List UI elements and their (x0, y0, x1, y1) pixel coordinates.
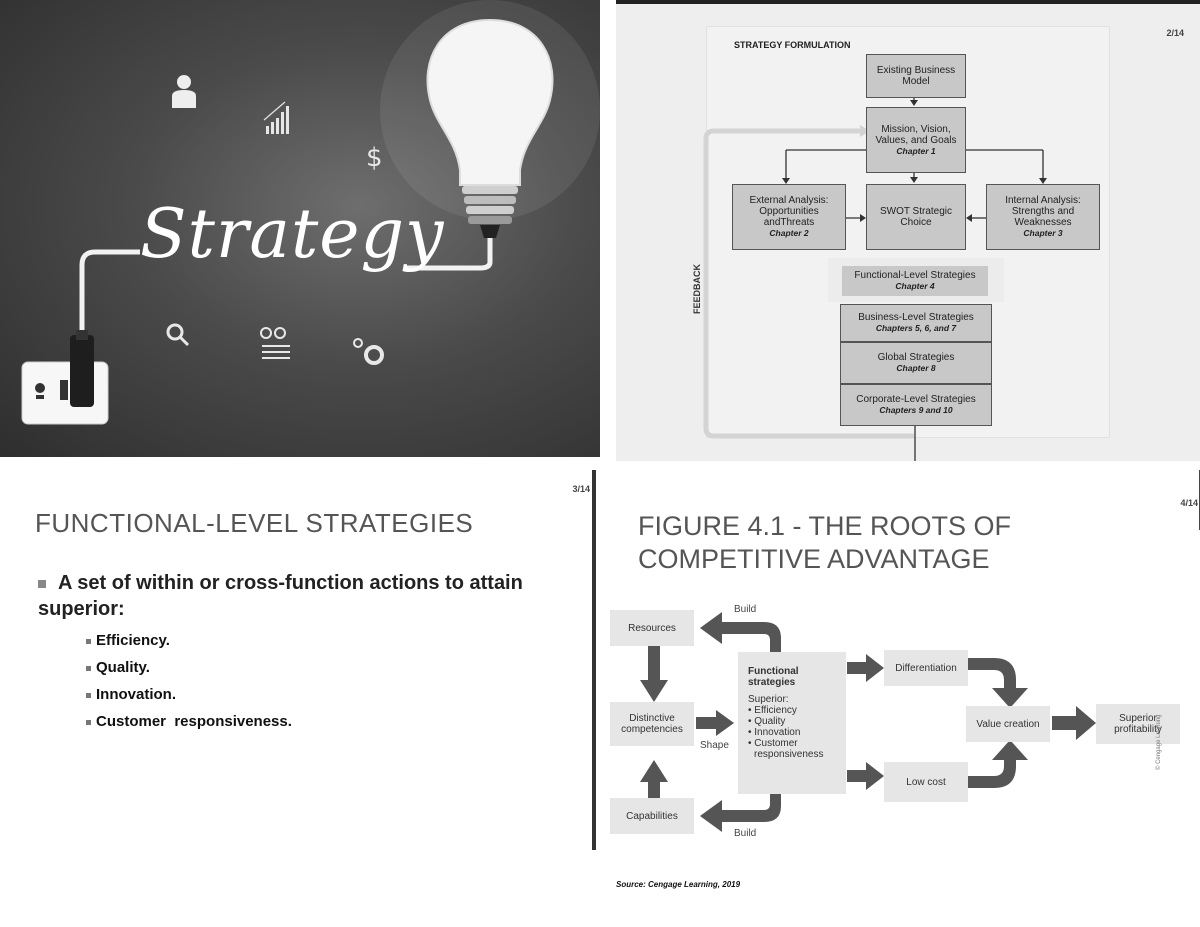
box-low-cost: Low cost (884, 762, 968, 802)
box-internal-analysis: Internal Analysis: Strengths and Weaknes… (986, 184, 1100, 250)
functional-superior: Superior: (748, 694, 789, 705)
box-existing-model: Existing Business Model (866, 54, 966, 98)
functional-item: • Innovation (748, 727, 801, 738)
box-business: Business-Level Strategies Chapters 5, 6,… (840, 304, 992, 342)
box-functional-strategies: Functional strategies Superior: • Effici… (738, 652, 846, 794)
page-number: 2/14 (1166, 28, 1184, 38)
flow-connectors (703, 96, 1047, 461)
functional-title: Functional strategies (748, 666, 799, 688)
box-superior-profitability: Superior profitability (1096, 704, 1180, 744)
functional-chapter: Chapter 4 (895, 281, 935, 291)
slide-strategy-formulation: 2/14 STRATEGY FORMULATION Existing Busin… (616, 0, 1200, 461)
box-capabilities: Capabilities (610, 798, 694, 834)
slide-functional-strategies: 3/14 FUNCTIONAL-LEVEL STRATEGIES A set o… (0, 470, 600, 927)
diagram-heading: STRATEGY FORMULATION (734, 40, 851, 50)
slide-title: FIGURE 4.1 - THE ROOTS OF COMPETITIVE AD… (638, 511, 1012, 574)
box-external-analysis: External Analysis: Opportunities andThre… (732, 184, 846, 250)
feedback-label: FEEDBACK (692, 263, 703, 315)
build-bottom-label: Build (734, 828, 757, 839)
slide-roots-competitive-advantage: 4/14 FIGURE 4.1 - THE ROOTS OF COMPETITI… (592, 470, 1200, 850)
bullet-marker (38, 579, 46, 588)
sub-bullet-quality: Quality. (86, 659, 150, 676)
arrows (640, 612, 1096, 832)
magnifier-icon (166, 323, 190, 347)
box-swot: SWOT Strategic Choice (866, 184, 966, 250)
copyright-text: © Cengage Learning (1156, 714, 1162, 770)
corporate-chapter: Chapters 9 and 10 (879, 405, 953, 415)
box-resources: Resources (610, 610, 694, 646)
functional-item: responsiveness (754, 749, 824, 760)
box-functional: Functional-Level Strategies Chapter 4 (842, 266, 988, 296)
main-bullet: A set of within or cross-function action… (38, 570, 568, 622)
internal-label: Internal Analysis: Strengths and Weaknes… (1005, 195, 1081, 228)
dollar-icon: $ (366, 143, 383, 173)
mission-label: Mission, Vision, Values, and Goals (875, 123, 957, 146)
page-number: 4/14 (1180, 498, 1198, 508)
power-outlet-icon (21, 330, 109, 425)
external-label: External Analysis: Opportunities andThre… (749, 195, 829, 228)
box-distinctive-competencies: Distinctive competencies (610, 702, 694, 746)
shape-label: Shape (700, 740, 729, 751)
sub-bullet-innovation: Innovation. (86, 686, 176, 703)
businessman-icon (172, 75, 196, 108)
box-value-creation: Value creation (966, 706, 1050, 742)
global-label: Global Strategies (877, 352, 955, 363)
functional-label: Functional-Level Strategies (854, 270, 976, 281)
bar-chart-icon (263, 101, 289, 134)
main-bullet-text: A set of within or cross-function action… (38, 572, 523, 620)
books-glasses-icon (260, 327, 290, 359)
source-text: Source: Cengage Learning, 2019 (616, 880, 741, 889)
sub-bullet-customer: Customer responsiveness. (86, 713, 292, 730)
box-global: Global Strategies Chapter 8 (840, 342, 992, 384)
external-chapter: Chapter 2 (769, 228, 809, 238)
sub-bullet-efficiency: Efficiency. (86, 632, 170, 649)
box-differentiation: Differentiation (884, 650, 968, 686)
business-label: Business-Level Strategies (858, 312, 974, 323)
light-bulb-icon (426, 18, 554, 238)
functional-item: • Efficiency (748, 705, 797, 716)
swot-label: SWOT Strategic Choice (879, 206, 953, 228)
existing-label: Existing Business Model (876, 65, 956, 87)
slide-strategy-image: $ Strategy (0, 0, 600, 457)
strategy-illustration: $ (21, 0, 600, 425)
mission-chapter: Chapter 1 (896, 145, 936, 156)
box-corporate: Corporate-Level Strategies Chapters 9 an… (840, 384, 992, 426)
slide-title: FUNCTIONAL-LEVEL STRATEGIES (35, 508, 474, 538)
page-number: 3/14 (572, 484, 590, 494)
internal-chapter: Chapter 3 (1023, 228, 1063, 238)
global-chapter: Chapter 8 (896, 363, 936, 373)
business-chapter: Chapters 5, 6, and 7 (875, 323, 957, 333)
box-mission: Mission, Vision, Values, and Goals Chapt… (866, 107, 966, 173)
functional-item: • Customer (748, 738, 798, 749)
strategy-title: Strategy (140, 195, 445, 274)
gears-icon (353, 338, 384, 365)
build-top-label: Build (734, 604, 757, 615)
corporate-label: Corporate-Level Strategies (856, 394, 976, 405)
functional-item: • Quality (748, 716, 786, 727)
